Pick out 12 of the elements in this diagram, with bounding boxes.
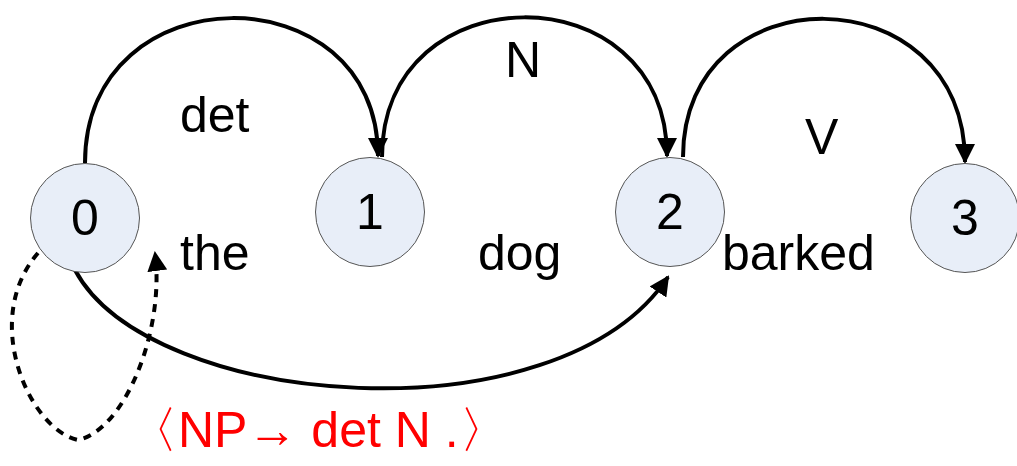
word-label: the: [180, 228, 250, 278]
rule-label: 〈NP→ det N .〉: [128, 405, 509, 455]
state-number: 3: [951, 189, 979, 247]
dashed-arrow: [9, 251, 167, 442]
state-number: 1: [356, 183, 384, 241]
arrow: [681, 16, 973, 164]
state-number: 2: [656, 183, 684, 241]
state-number: 0: [71, 189, 99, 247]
arrow: [380, 15, 675, 158]
word-label: barked: [722, 228, 875, 278]
arrow: [83, 16, 386, 164]
word-label: dog: [478, 228, 562, 278]
